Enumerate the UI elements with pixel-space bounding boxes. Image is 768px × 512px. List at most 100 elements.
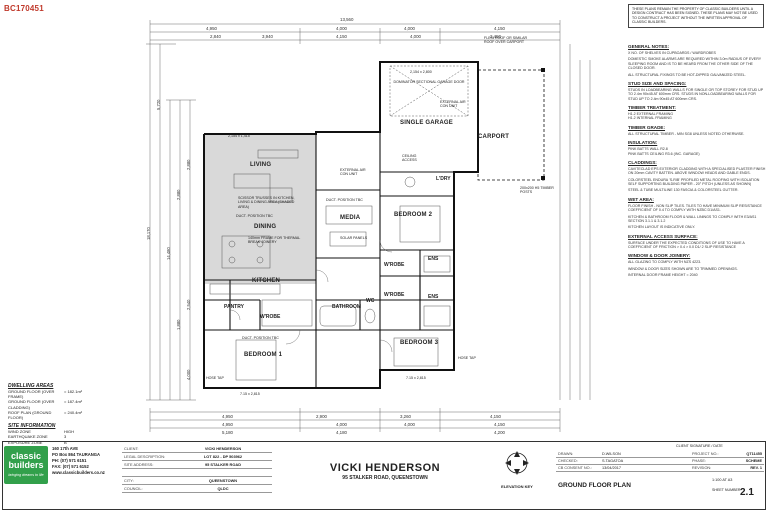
drawing-info-k2: PROJECT NO.: — [692, 452, 719, 456]
note-text: WINDOW & DOOR SIZES SHOWN ARE TO TRIMMED… — [628, 266, 738, 271]
phone-line: PH: (07) 571 6151 — [52, 457, 87, 463]
area-row: GROUND FLOOR (OVER FRAME) = 182.1m² — [8, 389, 112, 399]
overall-width-dim: 13,560 — [340, 17, 354, 22]
top-dim-inner-1: 2,840 — [210, 34, 221, 39]
drawing-info-v: S.TAGATOA — [602, 459, 624, 463]
sheet-title: GROUND FLOOR PLAN — [558, 482, 631, 489]
top-dim-2: 4,000 — [336, 26, 347, 31]
left-dim-2: 14,480 — [166, 247, 171, 260]
note-heading: WINDOW & DOOR JOINERY: — [628, 253, 691, 259]
note-text: STEEL & TUBE MULTILINE 130 FASCIA & COLO… — [628, 188, 739, 193]
general-notes-title: GENERAL NOTES: — [628, 44, 670, 49]
fax-line: FAX: (07) 571 6152 — [52, 463, 89, 469]
external-aircon-1: EXTERNAL AIR CON UNIT — [340, 168, 366, 177]
left-dim-6: 1,880 — [176, 319, 181, 330]
note-heading: TIMBER TREATMENT: — [628, 105, 676, 110]
left-dim-7: 4,000 — [186, 369, 191, 380]
left-dim-3: 2,880 — [176, 189, 181, 200]
area-row-value: B — [64, 439, 67, 445]
client-field-row: CITY:QUEENSTOWN — [122, 477, 272, 485]
door-swings — [229, 239, 393, 353]
client-field-label: COUNCIL: — [124, 486, 143, 491]
area-row-label: EXPOSURE ZONE — [8, 439, 43, 445]
area-row-value: HIGH — [64, 429, 74, 435]
client-field-value: 95 STALKER ROAD — [204, 462, 242, 467]
note-text: PINK BATTS WALL R2.8 PINK BATTS CEILING … — [628, 147, 700, 156]
room-wrobe-3: W'ROBE — [384, 292, 405, 298]
top-dim-3: 4,000 — [404, 26, 415, 31]
drawing-info-v: 13/04/2017 — [602, 466, 622, 470]
sheet-number-label: SHEET NUMBER: — [712, 488, 742, 492]
thermal-break-note: 140mm FRAME FOR THERMAL BREAK JOINERY — [248, 236, 301, 245]
room-wrobe-1: W'ROBE — [260, 314, 281, 320]
room-ens-2: ENS — [428, 294, 439, 300]
room-living: LIVING — [250, 162, 272, 168]
client-field-value: QLDC — [217, 486, 229, 491]
client-field-value: QUEENSTOWN — [208, 478, 238, 483]
room-laundry: L'DRY — [436, 176, 451, 182]
bathroom-fixtures — [319, 176, 451, 327]
area-row-label: GROUND FLOOR (OVER FRAME) — [8, 389, 55, 400]
client-signature-label: CLIENT SIGNATURE / DATE — [676, 444, 723, 448]
room-single-garage: SINGLE GARAGE — [400, 120, 453, 126]
project-title: VICKI HENDERSON 95 STALKER ROAD, QUEENST… — [290, 462, 480, 481]
classic-builders-logo: classic builders bringing dreams to life — [4, 446, 48, 484]
note-text: ALL STRUCTURAL TIMBER - MIN SG8 UNLESS N… — [628, 131, 745, 136]
area-row-label: GROUND FLOOR (OVER CLADDING) — [8, 399, 55, 410]
area-row-value: = 182.1m² — [64, 389, 83, 394]
room-pantry: PANTRY — [224, 304, 244, 310]
overall-depth-dim: 18,170 — [146, 227, 151, 240]
client-field-row — [122, 469, 272, 477]
logo-word-1: classic — [10, 451, 42, 461]
solar-panels-note: SOLAR PANELS — [340, 236, 368, 240]
note-text: FLOOR FINISH - NON SLIP TILES. TILES TO … — [628, 203, 762, 213]
garage-door-note: DOMINATOR SECTIONAL GARAGE DOOR — [393, 80, 465, 84]
drawing-info-v: D.WILSON — [602, 452, 621, 456]
hose-tap-1: HOSE TAP — [206, 376, 224, 380]
drawing-info-v2: REV. 1 — [750, 466, 762, 470]
note-heading: EXTERNAL ACCESS SURFACE: — [628, 233, 698, 239]
bottom-dim-4: 4,150 — [490, 414, 501, 419]
general-notes-list: X NO. OF SHELVES IN CUPBOARDS / WARDROBE… — [628, 51, 766, 278]
left-dimension-lines — [146, 43, 196, 401]
note-text: CAVITECLAD EPS EXTERIOR CLADDING WITH A … — [628, 166, 766, 176]
note-heading: TIMBER GRADE: — [628, 124, 666, 130]
room-dining: DINING — [254, 224, 277, 230]
logo-tagline: bringing dreams to life — [8, 473, 44, 477]
client-field-row: SITE ADDRESS:95 STALKER ROAD — [122, 461, 272, 469]
room-carport: CARPORT — [478, 134, 510, 140]
right-dimension-lines — [559, 44, 591, 400]
left-dim-4: 2,880 — [186, 159, 191, 170]
room-wrobe-2: W'ROBE — [384, 262, 405, 268]
drawing-info-v2: SCHEME — [745, 459, 762, 463]
client-field-row: COUNCIL: QLDC — [122, 485, 272, 493]
note-heading: STUD SIZE AND SPACING: — [628, 80, 687, 86]
drawing-info-k: DRAWN: — [558, 452, 574, 456]
area-row: GROUND FLOOR (OVER CLADDING)= 187.4m² — [8, 399, 112, 409]
title-block-frame — [2, 441, 766, 510]
note-text: SURFACE UNDER THE EXPECTED CONDITIONS OF… — [628, 240, 745, 249]
site-info-title: SITE INFORMATION — [8, 423, 56, 430]
website-line: www.classicbuilders.co.nz — [52, 469, 105, 475]
general-notes: GENERAL NOTES: X NO. OF SHELVES IN CUPBO… — [628, 40, 766, 278]
drawing-info-k: CHECKED: — [558, 459, 578, 463]
beds — [235, 205, 441, 381]
top-dim-1: 4,950 — [206, 26, 217, 31]
flexi-roof-note: FLEXI ROOF OR SIMILAR ROOF OVER CARPORT — [484, 36, 528, 45]
elevation-key-icon — [505, 451, 529, 475]
room-media: MEDIA — [340, 215, 361, 221]
client-field-row: LEGAL DESCRIPTION:LOT 822 - DP 503962 — [122, 453, 272, 461]
carport-posts — [541, 68, 545, 180]
consent-stamp: BC170451 — [4, 4, 44, 13]
bedroom3-size: 7.15 x 2,815 — [406, 376, 426, 380]
area-row-label: ROOF PLAN (GROUND FLOOR) — [8, 409, 52, 420]
room-bedroom-3: BEDROOM 3 — [400, 340, 439, 346]
bottom-dimension-lines — [149, 408, 561, 432]
garage-door-swing — [389, 65, 469, 117]
area-row-value: = 240.4m² — [64, 409, 83, 415]
top-dim-4: 4,150 — [494, 26, 505, 31]
